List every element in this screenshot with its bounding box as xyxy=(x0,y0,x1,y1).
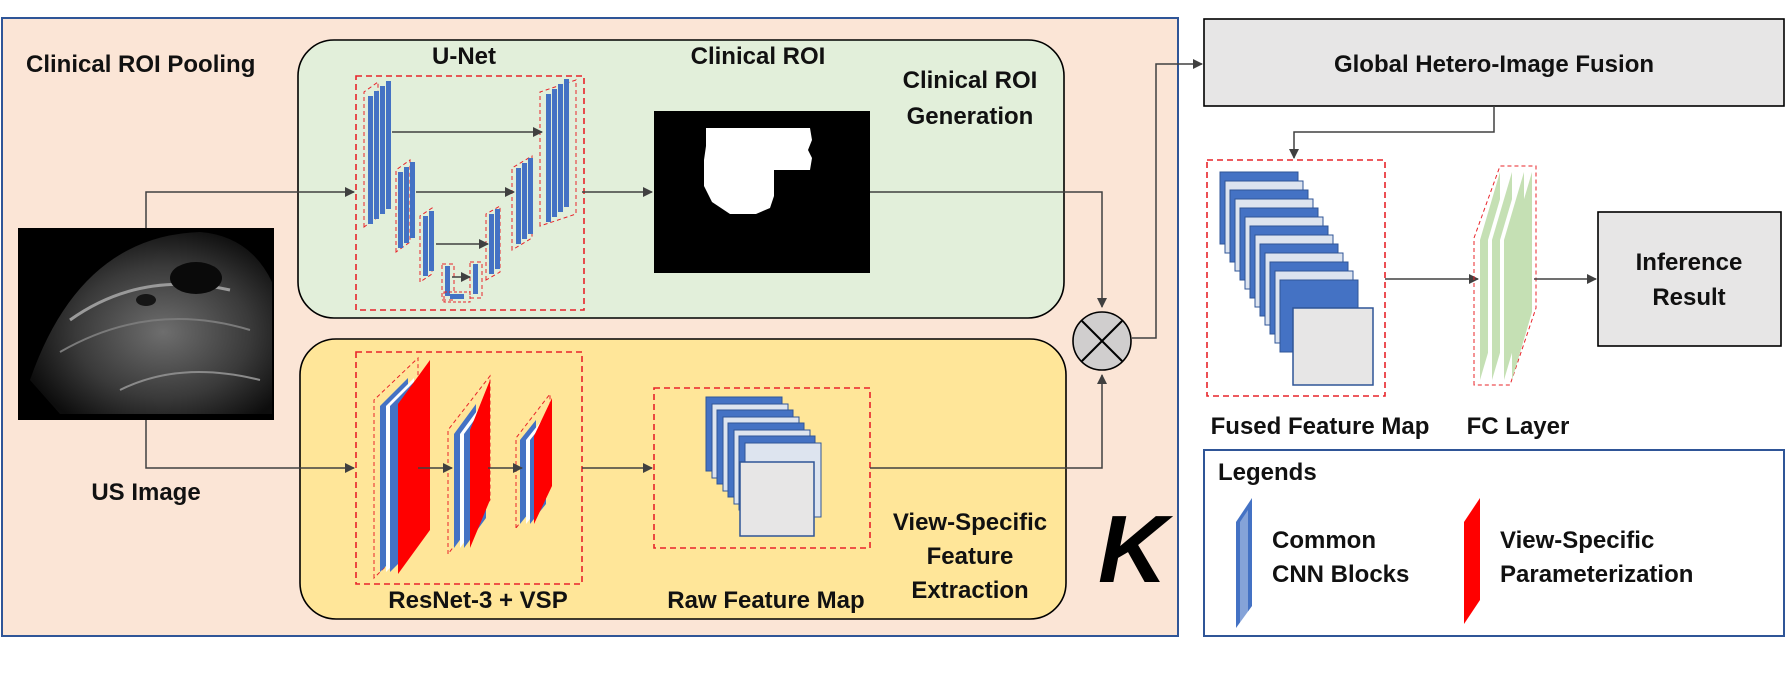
panel-title: Clinical ROI Pooling xyxy=(26,51,255,78)
repeat-symbol-k: K xyxy=(1098,496,1174,603)
unet-bottleneck xyxy=(443,291,471,303)
global-fusion-box xyxy=(1203,18,1785,107)
feature-extraction-title-3: Extraction xyxy=(911,577,1028,604)
global-fusion-title: Global Hetero-Image Fusion xyxy=(1334,51,1654,78)
unet-decoder-block-2 xyxy=(511,155,533,251)
connectors xyxy=(145,59,1203,473)
unet-encoder-block-4 xyxy=(441,263,455,301)
legend-specific-line-2: Parameterization xyxy=(1500,561,1693,588)
legend-title: Legends xyxy=(1218,459,1317,486)
unet-encoder-block-2 xyxy=(395,159,415,253)
resnet-stage-2 xyxy=(447,374,491,556)
red-block-icon xyxy=(1464,498,1480,624)
unet-encoder-block-1 xyxy=(363,81,391,228)
legend-common-line-1: Common xyxy=(1272,527,1376,554)
fc-layer-label: FC Layer xyxy=(1467,413,1570,440)
unet-decoder-block-3 xyxy=(485,205,501,281)
resnet-stage-1 xyxy=(373,356,430,580)
roi-mask-image xyxy=(654,111,870,273)
feature-extraction-title-1: View-Specific xyxy=(893,509,1047,536)
inference-result-line-2: Result xyxy=(1652,284,1725,311)
fused-map-dashed-frame xyxy=(1206,159,1386,397)
fused-feature-map-stack xyxy=(1206,159,1386,397)
roi-generation-title-1: Clinical ROI xyxy=(903,67,1038,94)
legend-specific-line-1: View-Specific xyxy=(1500,527,1654,554)
circled-times-icon xyxy=(1072,311,1132,371)
fusion-to-fused-map-arrow xyxy=(1289,106,1495,159)
unet-decoder-block-1 xyxy=(539,79,577,227)
feature-extraction-box xyxy=(299,338,1067,620)
unet-diagram xyxy=(355,75,585,311)
raw-feature-map-label: Raw Feature Map xyxy=(667,587,864,614)
inference-result-box xyxy=(1597,211,1782,347)
legend-common-line-2: CNN Blocks xyxy=(1272,561,1409,588)
unet-encoder-block-3 xyxy=(419,207,434,283)
us-image-label: US Image xyxy=(91,479,200,506)
resnet-vsp-diagram xyxy=(355,351,583,585)
unet-dashed-frame xyxy=(355,75,585,311)
legend-box xyxy=(1203,449,1785,637)
inference-result-line-1: Inference xyxy=(1636,249,1743,276)
blue-block-icon xyxy=(1236,498,1252,628)
resnet-stage-3 xyxy=(515,392,552,530)
feature-extraction-title-2: Feature xyxy=(927,543,1014,570)
roi-generation-title-2: Generation xyxy=(907,103,1034,130)
resnet-label: ResNet-3 + VSP xyxy=(388,587,567,614)
raw-feature-map-stack xyxy=(653,387,871,549)
fc-layer-block xyxy=(1473,165,1537,386)
us-image xyxy=(18,228,274,420)
unet-label: U-Net xyxy=(432,43,496,70)
clinical-roi-label: Clinical ROI xyxy=(691,43,826,70)
fused-feature-map-label: Fused Feature Map xyxy=(1211,413,1430,440)
